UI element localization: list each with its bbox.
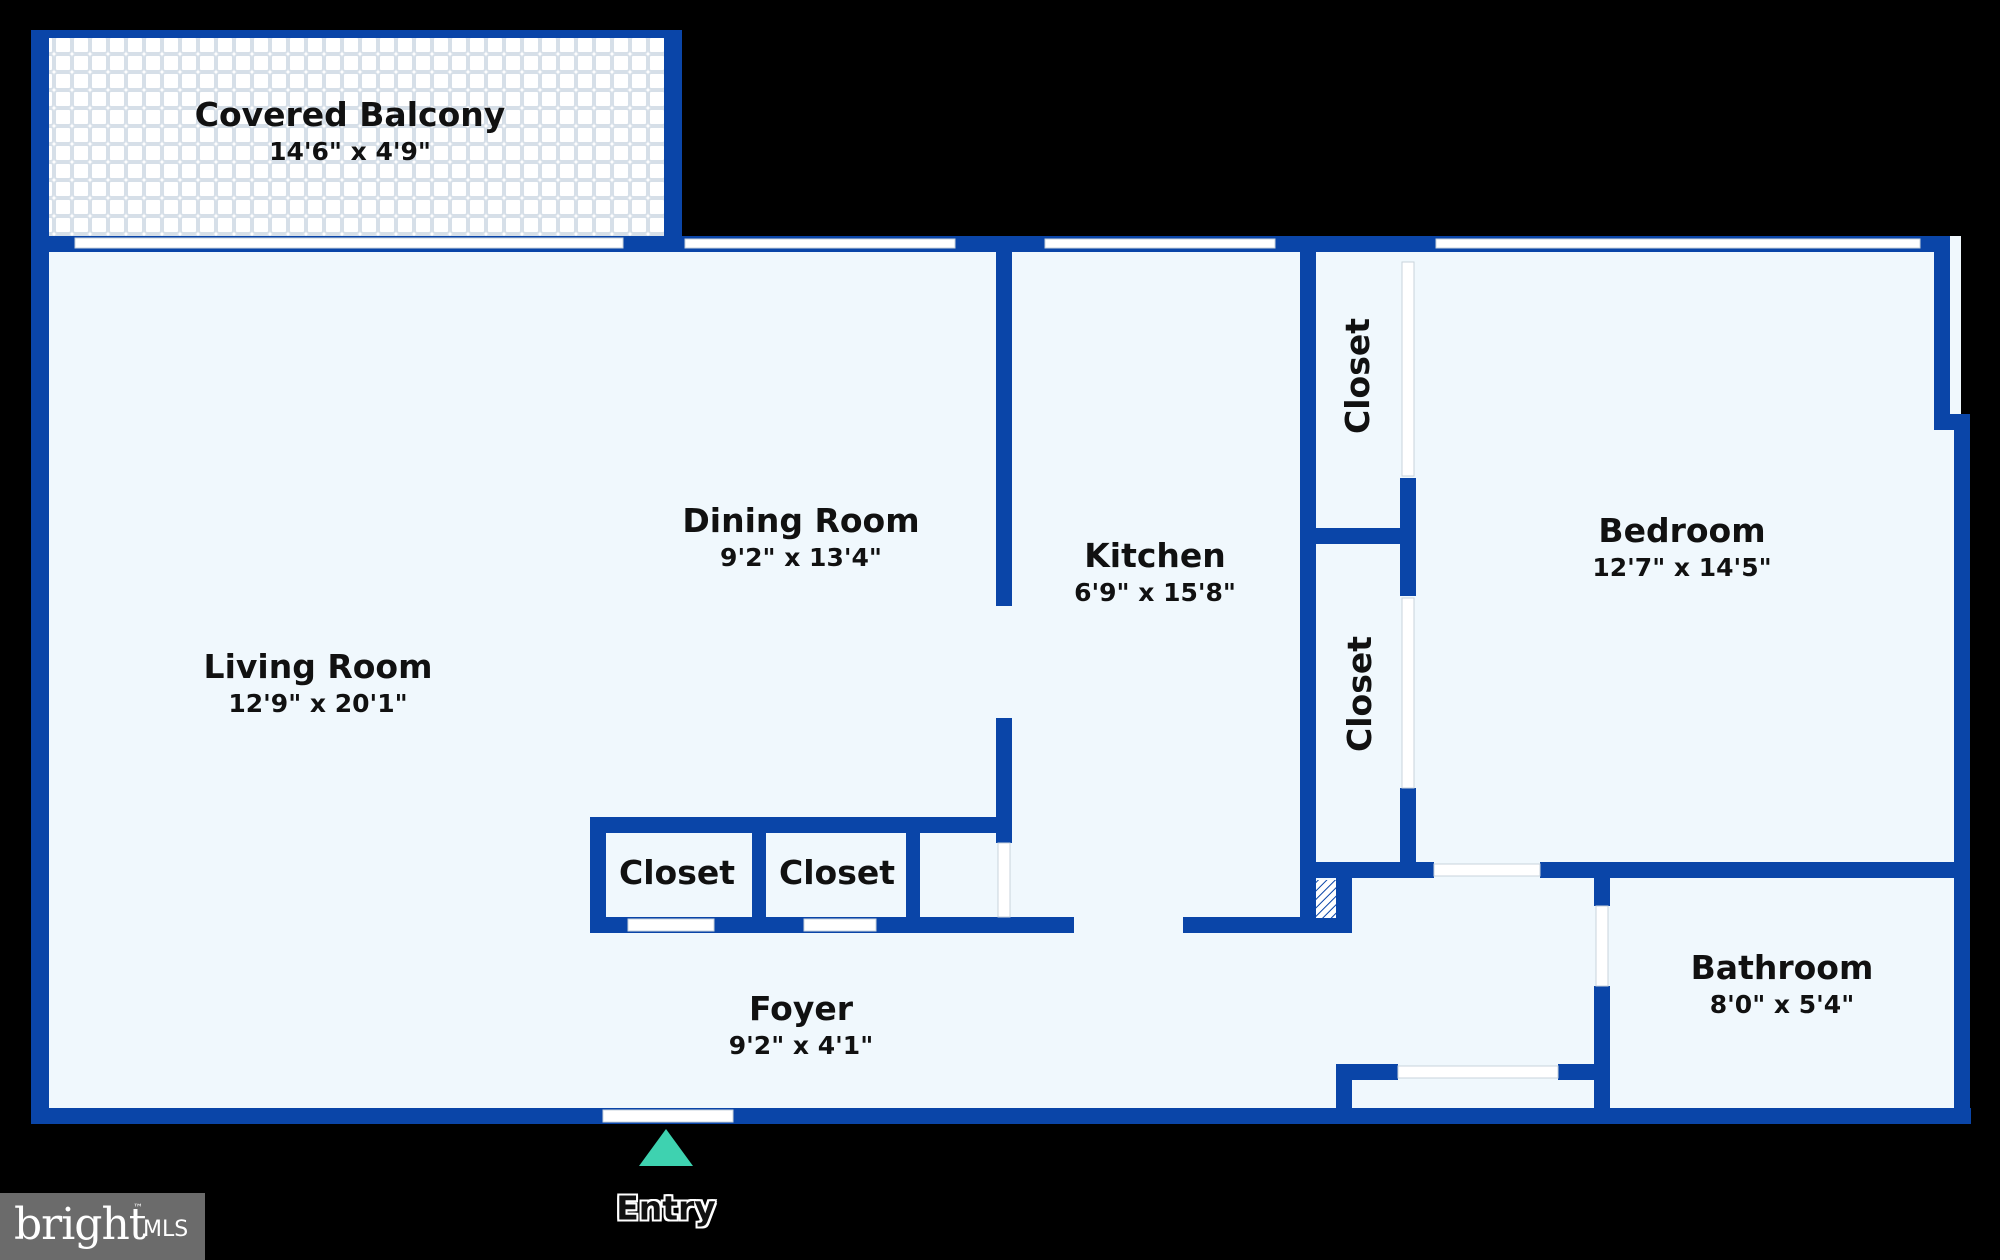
wall-closet-block-left	[590, 817, 606, 933]
wall-bathroom-left-lower	[1594, 986, 1610, 1124]
wall-hatch-right	[1336, 862, 1352, 933]
wall-kitchen-bottom-right	[1183, 917, 1351, 933]
room-name: Bedroom	[1598, 511, 1766, 550]
wall-kitchen-closet	[1300, 236, 1316, 933]
wall-left	[31, 236, 49, 1124]
door-closet-stack-b	[1401, 597, 1415, 789]
room-label-living-room: Living Room 12'9" x 20'1"	[204, 647, 433, 721]
room-label-kitchen: Kitchen 6'9" x 15'8"	[1074, 536, 1236, 610]
entry-label: Entry	[616, 1188, 716, 1228]
brand-trademark: ™	[133, 1203, 143, 1214]
room-dimensions: 9'2" x 13'4"	[720, 543, 882, 572]
brand-suffix: MLS	[143, 1217, 189, 1242]
closet-label-2: Closet	[779, 853, 895, 893]
room-dimensions: 8'0" x 5'4"	[1709, 990, 1855, 1019]
wall-dining-kitchen-lower	[996, 718, 1012, 838]
window-dining	[684, 238, 956, 249]
room-dimensions: 6'9" x 15'8"	[1074, 578, 1236, 607]
room-dimensions: 12'9" x 20'1"	[228, 689, 408, 718]
wall-closet-bedroom-b	[1400, 788, 1416, 868]
wall-step-top-b	[1558, 1064, 1610, 1080]
closet-name: Closet	[1340, 636, 1379, 752]
room-name: Kitchen	[1084, 536, 1226, 575]
wall-closet-divider-2	[906, 817, 920, 933]
closet-name: Closet	[1338, 318, 1377, 434]
room-label-dining-room: Dining Room 9'2" x 13'4"	[682, 501, 919, 575]
balcony-floor	[31, 30, 681, 242]
wall-bedroom-bottom-b	[1540, 862, 1970, 878]
wall-bathroom-left-upper	[1594, 862, 1610, 906]
wall-bottom	[31, 1108, 1971, 1124]
door-closet-stack-a	[1401, 261, 1415, 477]
wall-balcony-left	[31, 30, 49, 248]
wall-right-upper	[1934, 236, 1950, 428]
entry-arrow-icon	[639, 1129, 693, 1166]
room-name: Bathroom	[1690, 948, 1874, 987]
wall-closets-bottom	[1300, 862, 1430, 878]
door-closet-block-side	[997, 842, 1011, 918]
room-label-bathroom: Bathroom 8'0" x 5'4"	[1691, 948, 1874, 1022]
hatched-chase	[1316, 880, 1336, 918]
closet-label-3: Closet	[1338, 318, 1378, 434]
closet-label-1: Closet	[619, 853, 735, 893]
room-dimensions: 14'6" x 4'9"	[269, 137, 431, 166]
room-dimensions: 9'2" x 4'1"	[728, 1031, 874, 1060]
wall-balcony-top	[31, 30, 681, 38]
wall-closet-stack-divider	[1300, 528, 1416, 544]
windows	[74, 237, 1921, 1123]
room-name: Living Room	[203, 647, 433, 686]
room-name: Covered Balcony	[194, 95, 506, 134]
window-bedroom	[1435, 238, 1921, 249]
door-bathroom	[1595, 905, 1609, 987]
door-entry	[602, 1109, 734, 1123]
door-closet-2	[803, 918, 877, 932]
room-name: Foyer	[748, 989, 854, 1028]
door-closet-1	[627, 918, 715, 932]
wall-balcony-right	[664, 30, 682, 248]
room-label-foyer: Foyer 9'2" x 4'1"	[729, 989, 873, 1063]
wall-closet-divider-1	[752, 817, 766, 933]
closet-label-4: Closet	[1340, 636, 1380, 752]
brand-logo: bright ™ MLS	[0, 1193, 205, 1260]
door-bedroom	[1433, 863, 1541, 877]
wall-bedroom-bottom-a	[1400, 862, 1434, 878]
window-balcony-door	[74, 237, 624, 249]
wall-closet-block-right	[996, 817, 1012, 843]
wall-closet-bedroom-a	[1400, 478, 1416, 596]
brand-name: bright	[14, 1199, 146, 1250]
closet-name: Closet	[779, 853, 895, 892]
wall-right-lower	[1954, 414, 1970, 1124]
room-name: Dining Room	[682, 501, 920, 540]
room-label-bedroom: Bedroom 12'7" x 14'5"	[1592, 511, 1771, 585]
wall-closet-block-top	[590, 817, 1010, 833]
wall-step-left	[1336, 1064, 1352, 1124]
wall-dining-kitchen-upper	[996, 236, 1012, 606]
room-dimensions: 12'7" x 14'5"	[1592, 553, 1772, 582]
window-kitchen	[1044, 238, 1276, 249]
room-label-covered-balcony: Covered Balcony 14'6" x 4'9"	[195, 95, 506, 169]
closet-name: Closet	[619, 853, 735, 892]
door-utility	[1397, 1065, 1559, 1079]
